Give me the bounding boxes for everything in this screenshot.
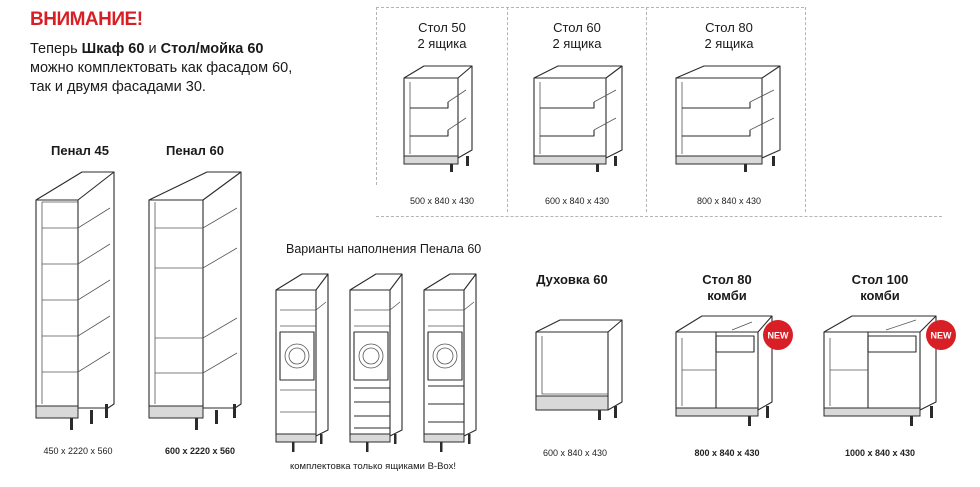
intro-and: и: [144, 41, 161, 57]
penal-60-dims: 600 x 2220 x 560: [164, 446, 236, 456]
penal-60-drawing: [148, 171, 242, 430]
duhovka-60-drawing: [535, 319, 623, 420]
intro-line-1: Теперь Шкаф 60 и Стол/мойка 60: [30, 40, 330, 59]
new-badge-stol-100: NEW: [926, 320, 956, 350]
stol-60-dims: 600 x 840 x 430: [544, 196, 610, 206]
warning-heading: ВНИМАНИЕ!: [30, 9, 143, 30]
stol-100-kombi-title-2: комби: [860, 288, 900, 303]
stol-80-kombi-dims: 800 x 840 x 430: [694, 448, 760, 458]
penal-60-title: Пенал 60: [166, 143, 224, 158]
intro-prefix: Теперь: [30, 41, 82, 57]
divider-v4: [805, 7, 806, 212]
stol-50-dims: 500 x 840 x 430: [409, 196, 475, 206]
stol-50-title-1: Стол 50: [418, 20, 466, 35]
stol-80-title-2: 2 ящика: [704, 36, 754, 51]
penal-45-dims: 450 x 2220 x 560: [43, 446, 113, 456]
stol-100-kombi-dims: 1000 x 840 x 430: [844, 448, 916, 458]
penal-variant-2: [349, 273, 403, 452]
intro-text: Теперь Шкаф 60 и Стол/мойка 60 можно ком…: [30, 40, 330, 97]
penal-variant-3: [423, 273, 477, 452]
stol-60-title-2: 2 ящика: [552, 36, 602, 51]
stol-80-kombi-drawing: [675, 315, 773, 426]
stol-80-drawing: [675, 65, 781, 172]
intro-line-2: можно комплектовать как фасадом 60,: [30, 60, 293, 76]
stol-50-title-2: 2 ящика: [417, 36, 467, 51]
stol-60-drawing: [533, 65, 623, 172]
new-badge-stol-80: NEW: [763, 320, 793, 350]
stol-50-drawing: [403, 65, 473, 172]
penal-variant-1: [275, 273, 329, 452]
stol-80-kombi-title-2: комби: [707, 288, 747, 303]
stol-80-dims: 800 x 840 x 430: [696, 196, 762, 206]
divider-top: [376, 7, 804, 8]
penal-45-title: Пенал 45: [51, 143, 109, 158]
duhovka-60-title: Духовка 60: [536, 272, 608, 287]
penal-45-drawing: [35, 171, 115, 430]
duhovka-60-dims: 600 x 840 x 430: [542, 448, 608, 458]
intro-item-2: Стол/мойка 60: [160, 41, 264, 57]
new-badge-label: NEW: [931, 331, 953, 341]
stol-100-kombi-title-1: Стол 100: [851, 272, 909, 287]
divider-mid: [376, 216, 942, 217]
divider-v1: [376, 7, 377, 185]
intro-line-3: так и двумя фасадами 30.: [30, 79, 206, 95]
new-badge-label: NEW: [768, 331, 790, 341]
fill-options-caption: Варианты наполнения Пенала 60: [286, 242, 482, 256]
stol-80-title-1: Стол 80: [705, 20, 753, 35]
intro-item-1: Шкаф 60: [81, 41, 145, 57]
fill-options-note: комплектовка только ящиками B-Box!: [290, 461, 457, 472]
stol-80-kombi-title-1: Стол 80: [702, 272, 752, 287]
stol-100-kombi-drawing: [823, 315, 937, 426]
stol-60-title-1: Стол 60: [553, 20, 601, 35]
divider-v2: [507, 7, 508, 212]
divider-v3: [646, 7, 647, 212]
